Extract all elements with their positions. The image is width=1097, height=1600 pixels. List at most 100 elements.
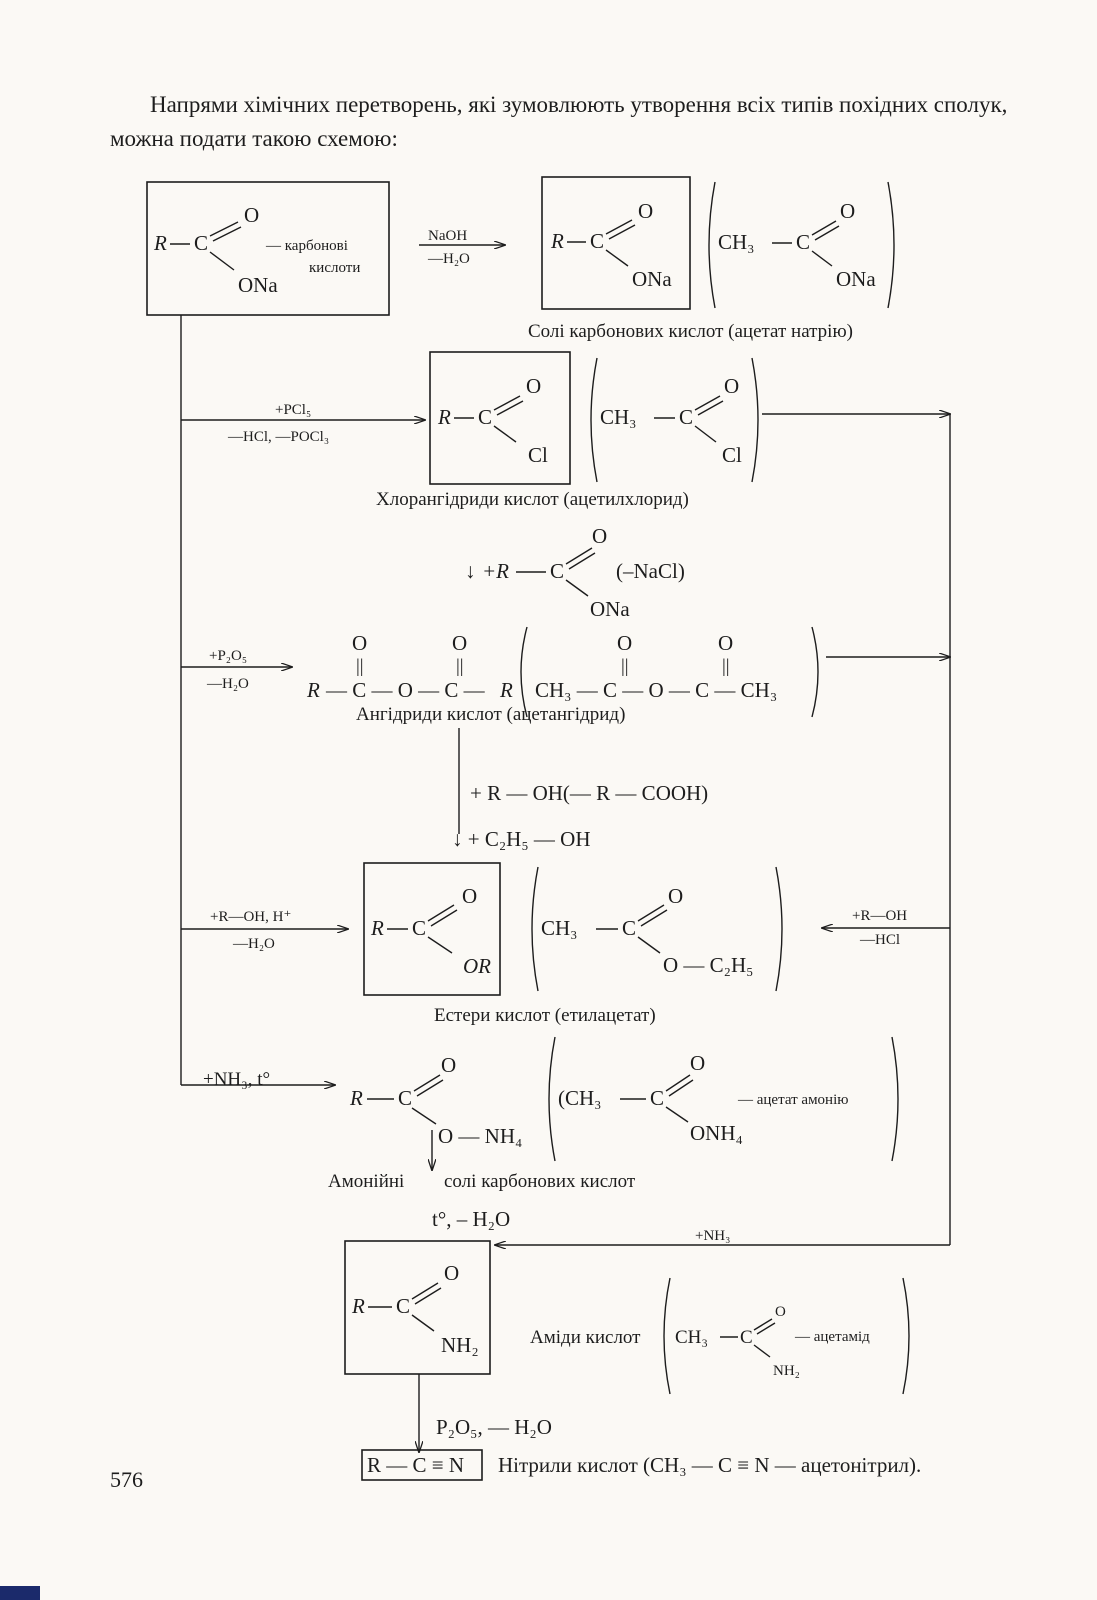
bracket-right — [902, 1277, 910, 1395]
scan-edge-bar — [0, 1586, 40, 1600]
carbon-atom: C — [194, 231, 208, 255]
down-arrow: ↓ — [465, 559, 476, 583]
ammonium-acetate-formula: (CH₃ C O ONH₄ — ацетат амонію — [558, 1051, 848, 1145]
nh2-group: NH₂ — [441, 1333, 479, 1357]
r-group: R — [437, 405, 451, 429]
anhydrides-caption: Ангідриди кислот (ацетангідрид) — [356, 704, 625, 725]
oxygen-atom: O — [452, 631, 467, 655]
bracket-left — [590, 357, 598, 483]
acetamide-formula: CH₃ C O NH₂ — ацетамід — [675, 1304, 870, 1379]
nh2-group: NH₂ — [773, 1363, 800, 1379]
methyl-group: (CH₃ — [558, 1086, 602, 1110]
double-bond: || — [621, 656, 629, 677]
double-bond: || — [456, 656, 464, 677]
salt-formula: R C O ONa — [550, 199, 672, 291]
methyl-group: CH₃ — [675, 1327, 708, 1348]
onh4-group: O — NH₄ — [438, 1124, 522, 1148]
or-group: OR — [463, 954, 491, 978]
p2o5-label: +P₂O₅ — [209, 648, 247, 664]
carbon-atom: C — [478, 405, 492, 429]
carbon-atom: C — [740, 1327, 753, 1348]
naoh-label: NaOH — [428, 228, 467, 244]
r-group: +R — [482, 559, 509, 583]
oxygen-atom: O — [592, 524, 607, 548]
oxygen-atom: O — [724, 374, 739, 398]
acetyl-chloride-formula: CH₃ C O Cl — [600, 374, 742, 467]
onh4-group: ONH₄ — [690, 1121, 743, 1145]
oxygen-atom: O — [352, 631, 367, 655]
r-group: R — [351, 1294, 365, 1318]
acetamide-label: — ацетамід — [794, 1329, 870, 1345]
double-bond: || — [722, 656, 730, 677]
nitriles-caption: Нітрили кислот (CH₃ — C ≡ N — ацетонітри… — [498, 1453, 921, 1477]
r-group: R — [499, 678, 513, 702]
methyl-group: CH₃ — [600, 405, 637, 429]
water-loss-label: —H₂O — [206, 676, 249, 692]
salt-box — [541, 176, 691, 310]
chlorine-atom: Cl — [528, 443, 548, 467]
oxygen-atom: O — [441, 1053, 456, 1077]
methyl-group: CH₃ — [718, 230, 755, 254]
nitrile-formula: R — C ≡ N — [367, 1453, 464, 1477]
carbon-atom: C — [412, 916, 426, 940]
acetic-anhydride-formula: O || O || CH₃ — C — O — C — CH₃ — [535, 631, 777, 702]
hcl-pocl3-label: —HCl, —POCl₃ — [227, 429, 329, 445]
r-group: R — [349, 1086, 363, 1110]
bracket-left — [708, 181, 716, 309]
oxygen-atom: O — [444, 1261, 459, 1285]
acid-chloride-box — [429, 351, 571, 485]
carbon-atom: C — [590, 229, 604, 253]
ester-formula: R C O OR — [370, 884, 491, 978]
salts-caption: Солі карбонових кислот (ацетат натрію) — [528, 321, 853, 342]
ona-group: ONa — [836, 267, 876, 291]
amides-caption: Аміди кислот — [530, 1327, 641, 1348]
ethyl-acetate-formula: CH₃ C O O — C₂H₅ — [541, 884, 753, 977]
r-group: R — [306, 678, 320, 702]
acetic-anhydride-chain: CH₃ — C — O — C — CH₃ — [535, 678, 777, 702]
acid-chloride-formula: R C O Cl — [437, 374, 548, 467]
ammonium-acetate-label: — ацетат амонію — [737, 1092, 848, 1108]
bracket-left — [520, 626, 528, 718]
alcohol-label: +R—OH — [852, 908, 907, 924]
heat-dehydration-label: t°, – H₂O — [432, 1207, 510, 1231]
nacl-loss-label: (–NaCl) — [616, 559, 685, 583]
ona-group: ONa — [632, 267, 672, 291]
ethanol-label: ↓ + C₂H₅ — OH — [452, 827, 591, 851]
carbon-atom: C — [396, 1294, 410, 1318]
bracket-right — [887, 181, 895, 309]
carboxylic-label: — карбонові — [265, 238, 348, 254]
ammonia-heat-label: +NH₃, t° — [203, 1069, 270, 1090]
bracket-left — [663, 1277, 671, 1395]
bracket-left — [548, 1036, 556, 1162]
oxygen-atom: O — [668, 884, 683, 908]
nitrile-box — [361, 1449, 483, 1481]
page-number: 576 — [110, 1467, 143, 1492]
bracket-right — [775, 866, 783, 992]
chlorine-atom: Cl — [722, 443, 742, 467]
ammonia-label: +NH₃ — [695, 1228, 730, 1244]
oxygen-atom: O — [718, 631, 733, 655]
carbon-atom: C — [622, 916, 636, 940]
oxygen-atom: O — [638, 199, 653, 223]
oxygen-atom: O — [840, 199, 855, 223]
ona-group: ONa — [238, 273, 278, 297]
r-group: R — [153, 231, 167, 255]
carbon-atom: C — [679, 405, 693, 429]
bracket-right — [891, 1036, 899, 1162]
ester-box — [363, 862, 501, 996]
bracket-right — [751, 357, 759, 483]
pcl5-label: +PCl₅ — [275, 402, 311, 418]
carboxylic-acid-formula: R C O ONa — карбонові кислоти — [153, 203, 360, 297]
carbon-atom: C — [398, 1086, 412, 1110]
anhydride-chain: — C — O — C — — [325, 678, 486, 702]
oxygen-atom: O — [775, 1304, 786, 1320]
water-loss-label: —H₂O — [427, 251, 470, 267]
r-group: R — [550, 229, 564, 253]
r-group: R — [370, 916, 384, 940]
ona-group: ONa — [590, 597, 630, 621]
amide-box — [344, 1240, 491, 1375]
methyl-group: CH₃ — [541, 916, 578, 940]
carboxylic-acid-box — [146, 181, 390, 316]
oxygen-atom: O — [690, 1051, 705, 1075]
